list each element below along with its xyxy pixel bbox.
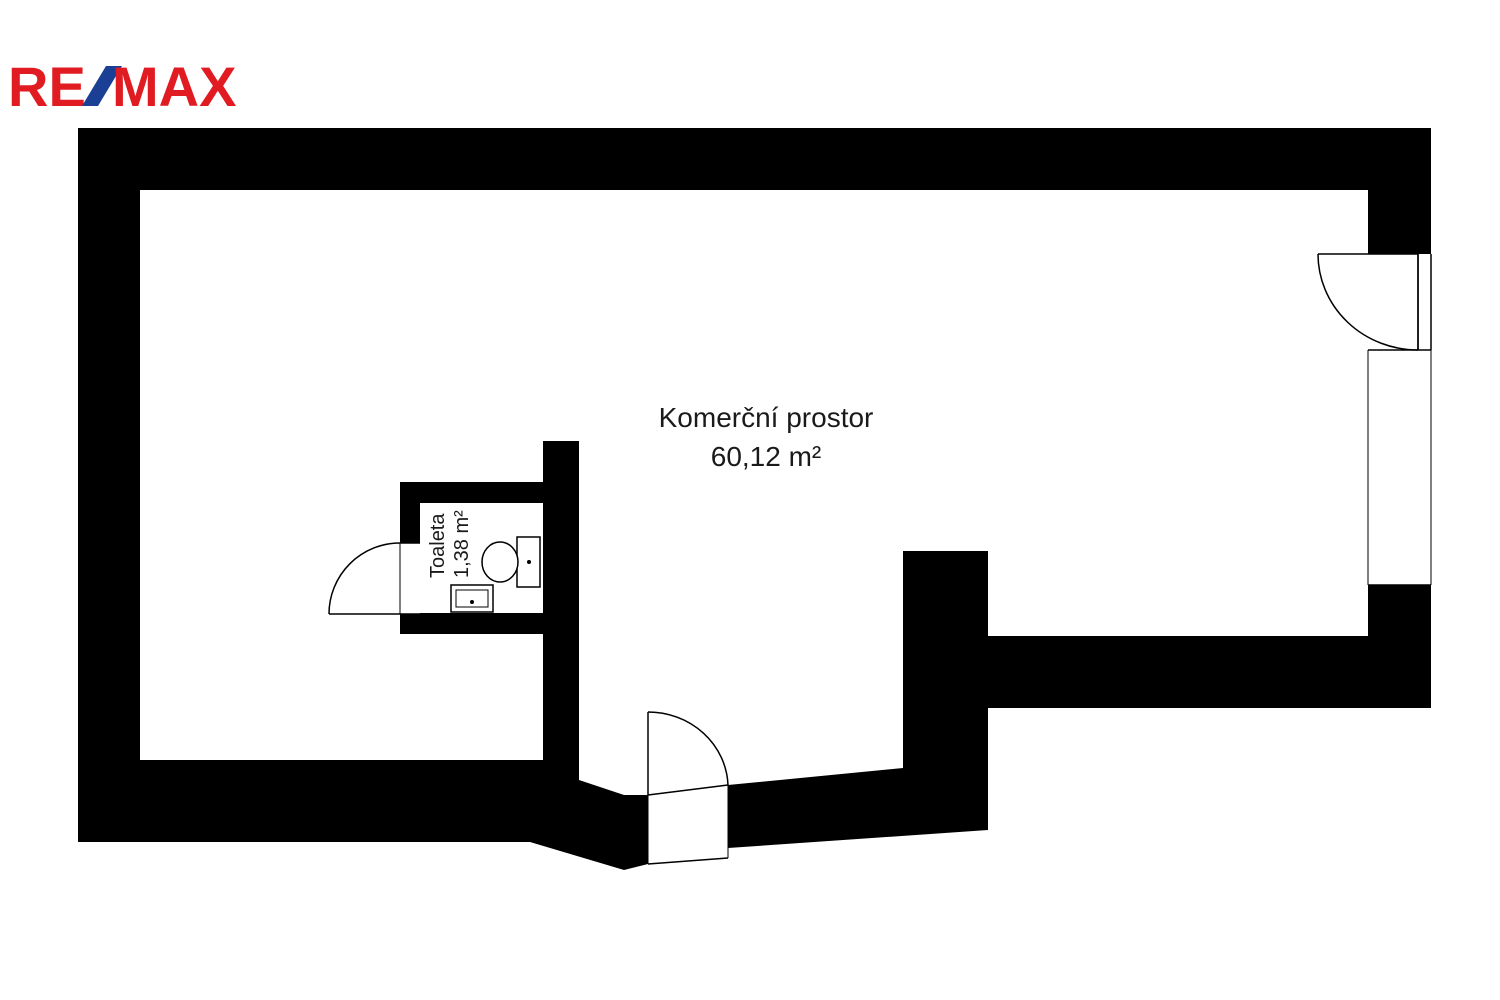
room-area-toilet: 1,38 m² [451,510,473,578]
floor-commercial [140,190,1368,795]
door-swing-toilet [328,542,401,615]
door-frame-line [647,857,729,865]
right-openings [1317,253,1432,586]
entrance-door [647,711,729,865]
door-opening-bottom [648,785,728,864]
room-name-commercial: Komerční prostor [659,402,874,433]
toilet-flush [527,560,531,564]
toilet-label: Toaleta 1,38 m² [427,510,473,578]
logo-slash-mark [82,66,122,106]
door-opening-toilet [400,543,420,614]
remax-logo: RE MAX [8,55,236,118]
toilet-door [328,542,420,615]
logo-text-max: MAX [112,55,236,118]
door-frame-line [647,784,729,796]
room-name-toilet: Toaleta [427,513,449,578]
sink-drain [470,600,474,604]
sink-basin [455,589,489,608]
window-opening-right [1368,350,1431,585]
toilet-bowl-icon [481,541,519,583]
door-swing-right [1317,253,1419,351]
walls [78,128,1431,870]
room-area-commercial: 60,12 m² [711,441,822,472]
logo-text-re: RE [8,55,86,118]
door-swing-bottom [647,711,729,786]
toilet-fixtures [450,536,541,613]
door-opening-right [1368,254,1431,350]
